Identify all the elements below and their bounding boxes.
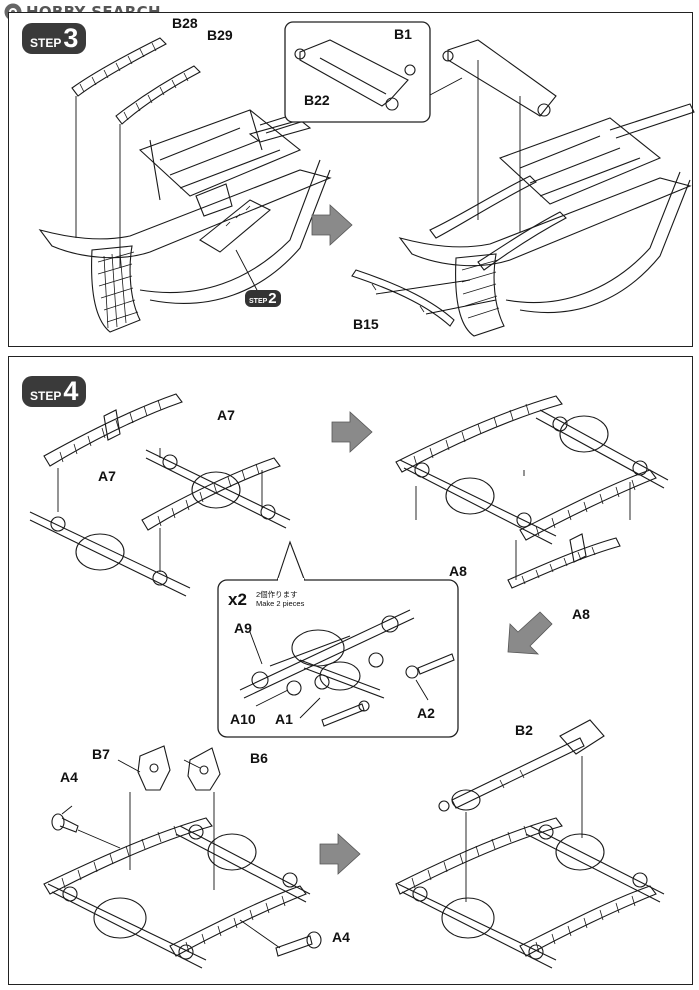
label-a2: A2 (417, 705, 435, 721)
step4-badge: STEP 4 (22, 376, 87, 407)
label-a4-top: A4 (60, 769, 78, 785)
step4-assembly-a (395, 395, 669, 545)
a7-right-spring-part (141, 457, 281, 531)
step4-arrow-right-bottom-icon (319, 833, 361, 875)
label-a7-left: A7 (98, 468, 116, 484)
a2-pin-part (405, 653, 455, 679)
label-a7-right: A7 (217, 407, 235, 423)
b29-leaf-spring-part (115, 65, 201, 125)
note-english: Make 2 pieces (256, 599, 305, 608)
step2-reference-word: STEP (249, 298, 268, 305)
step4-arrow-down-left-icon (507, 611, 553, 655)
step2-reference-number: 2 (268, 290, 277, 307)
front-axle-part (29, 511, 191, 597)
a1-pin-part (321, 700, 370, 727)
multiplier-label: x2 (228, 590, 247, 609)
b2-driveshaft-part (438, 719, 605, 812)
a8-bottom-spring-part (507, 533, 621, 589)
step3-badge-word: STEP (30, 36, 62, 50)
step2-reference-badge: STEP 2 (245, 290, 281, 307)
b6-bracket-part (187, 747, 221, 791)
b28-leaf-spring-part (71, 37, 167, 97)
step3-callout-box (284, 21, 431, 123)
step4-callout-box (217, 579, 459, 738)
label-a10: A10 (230, 711, 256, 727)
label-b22: B22 (304, 92, 330, 108)
step4-badge-number: 4 (63, 376, 79, 406)
label-a8-bottom: A8 (572, 606, 590, 622)
b7-bracket-part (137, 745, 171, 791)
step3-badge-number: 3 (63, 23, 79, 53)
label-a8-top: A8 (449, 563, 467, 579)
a4-bottom-pin-part (275, 931, 322, 957)
step4-badge-word: STEP (30, 389, 62, 403)
label-a4-bottom: A4 (332, 929, 350, 945)
step4-arrow-right-icon (331, 411, 373, 453)
label-b2: B2 (515, 722, 533, 738)
label-b6: B6 (250, 750, 268, 766)
label-b7: B7 (92, 746, 110, 762)
note-japanese: 2個作ります (256, 590, 298, 599)
a9-axle-assembly-part (239, 609, 415, 699)
step4-assembly-b (43, 817, 311, 969)
b1-crossmember-part (294, 39, 416, 111)
step3-badge: STEP 3 (22, 23, 87, 54)
step3-chassis-left (38, 99, 346, 333)
label-b15: B15 (353, 316, 379, 332)
step3-chassis-right (351, 39, 695, 337)
label-a1: A1 (275, 711, 293, 727)
a7-left-spring-part (43, 393, 183, 467)
label-a9: A9 (234, 620, 252, 636)
step4-assembly-final (395, 817, 665, 969)
a4-top-pin-part (51, 813, 79, 833)
callout-note: 2個作ります Make 2 pieces (256, 590, 304, 608)
label-b1: B1 (394, 26, 412, 42)
step3-progress-arrow-icon (311, 204, 353, 246)
callout-pointer (275, 540, 307, 585)
label-b29: B29 (207, 27, 233, 43)
label-b28: B28 (172, 15, 198, 31)
rear-axle-part (145, 449, 291, 529)
